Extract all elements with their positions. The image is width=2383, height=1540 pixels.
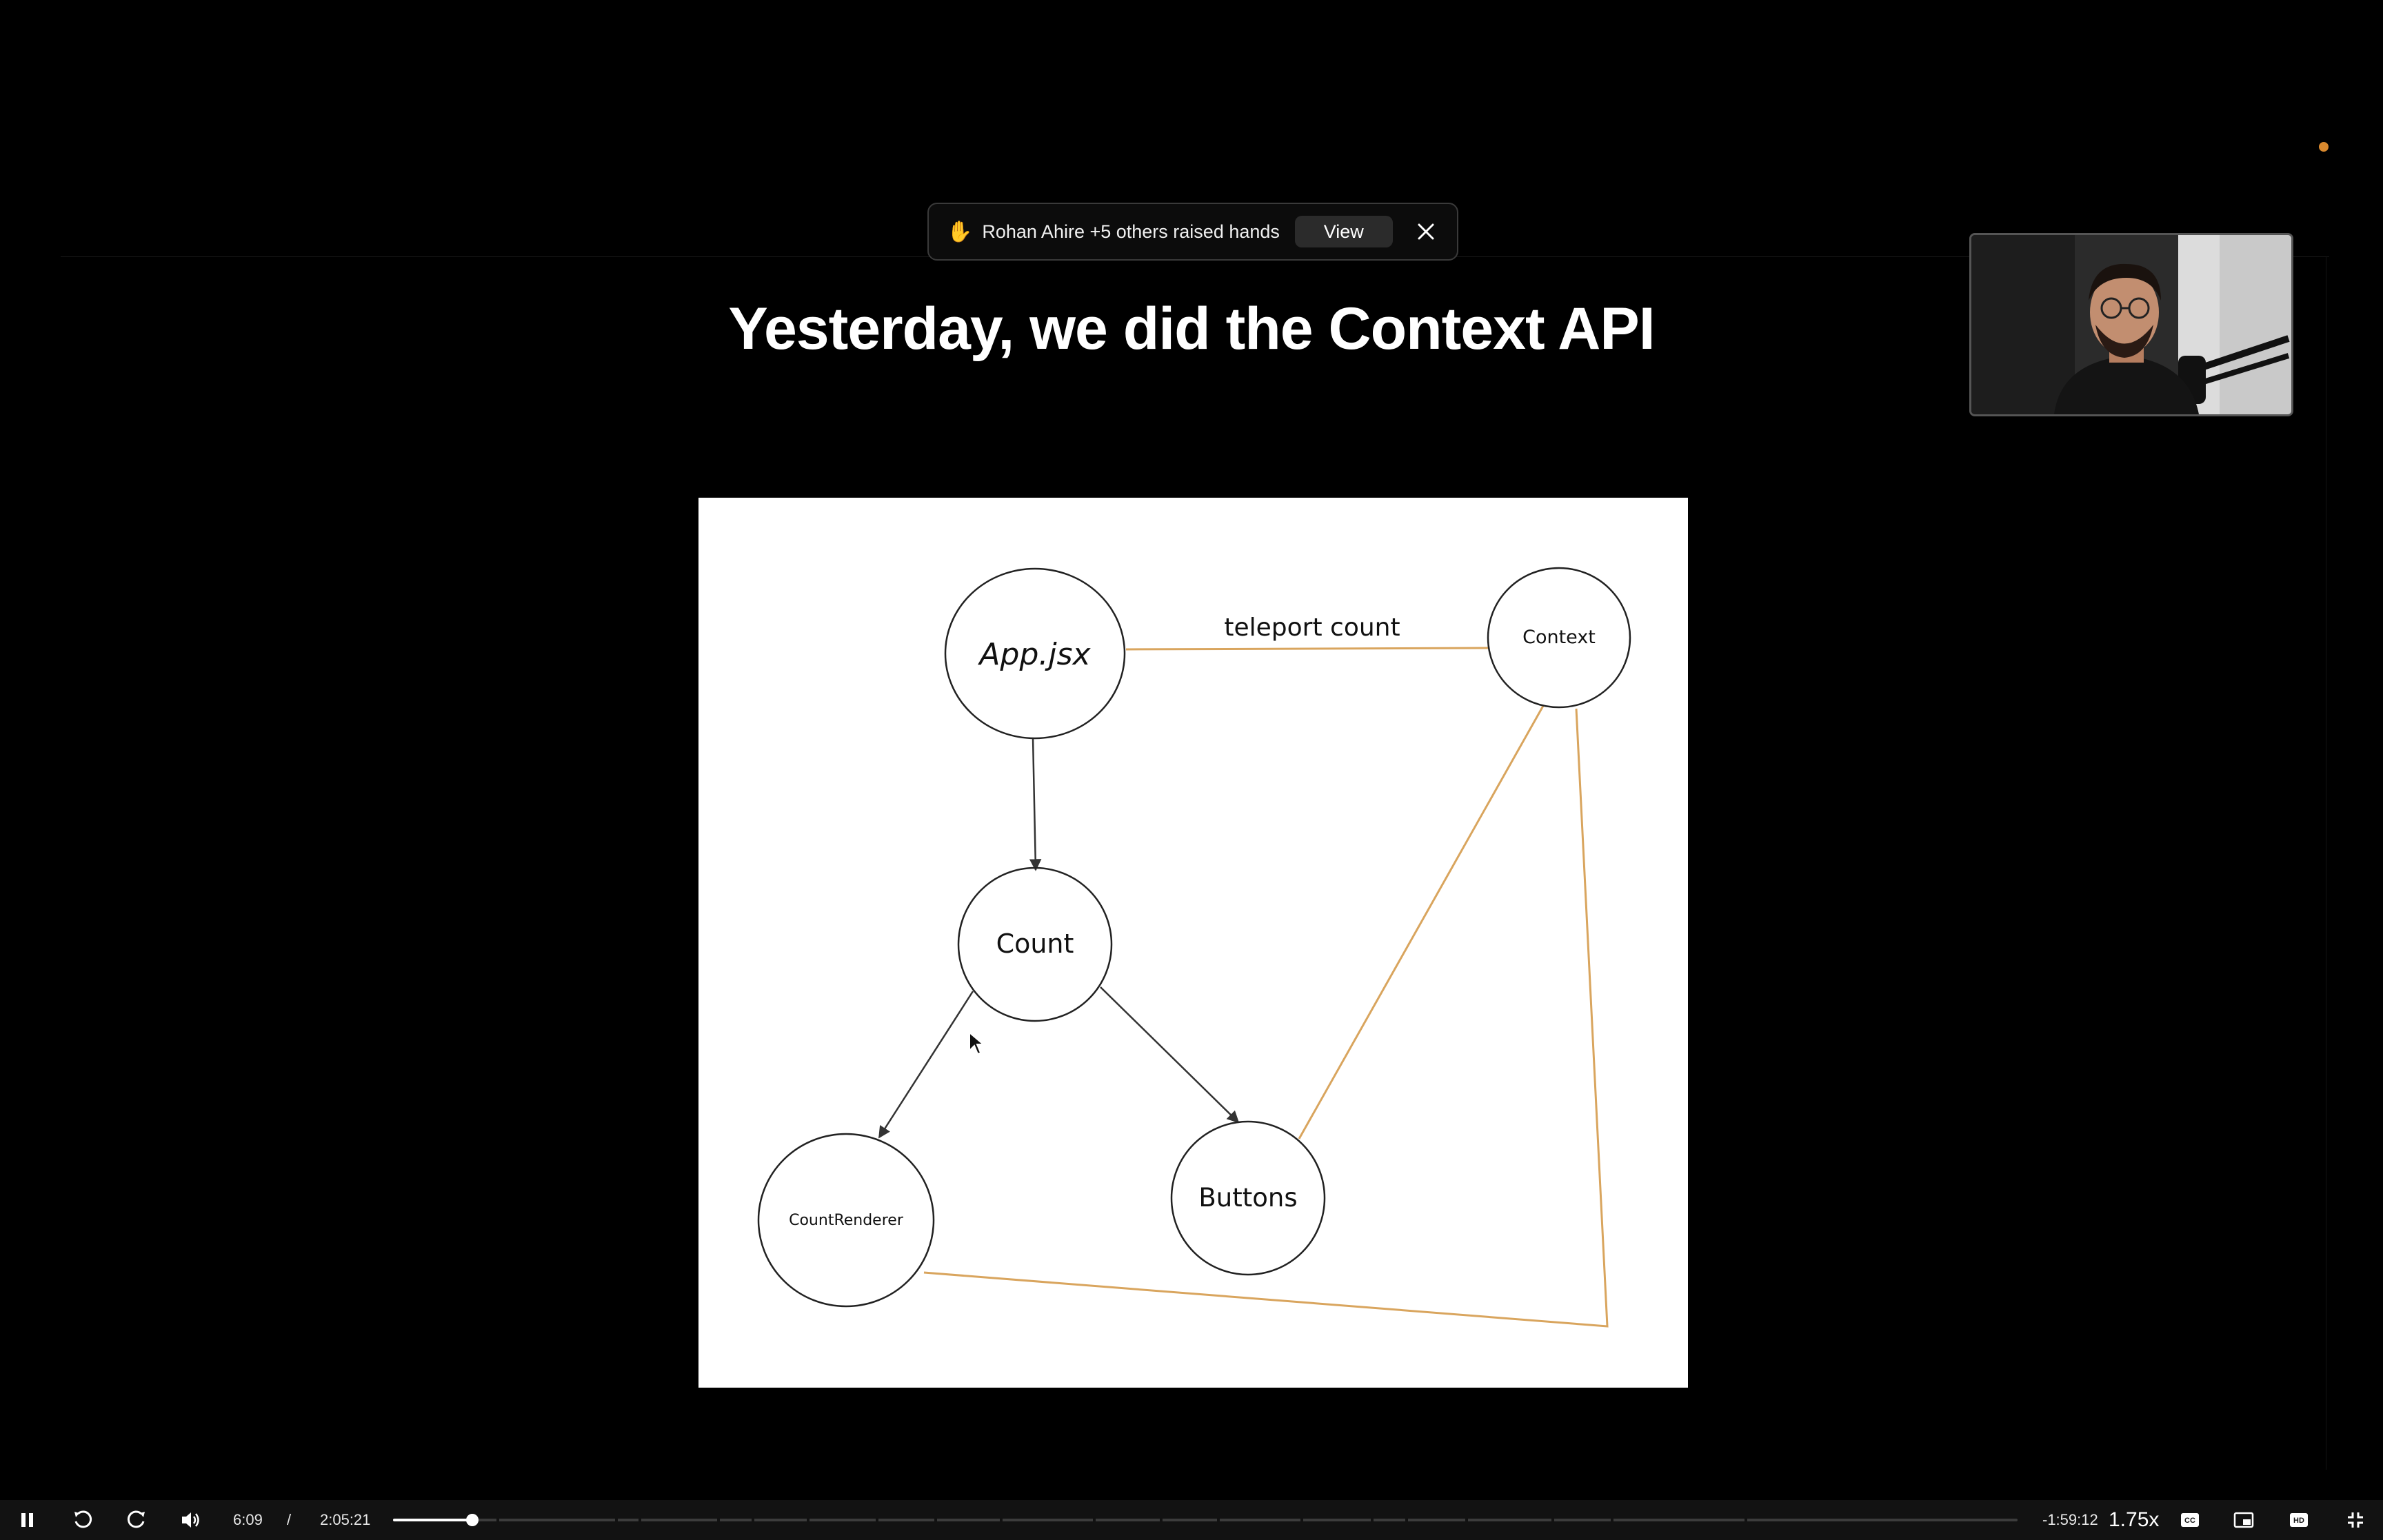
svg-text:HD: HD bbox=[2293, 1517, 2304, 1525]
forward-icon[interactable] bbox=[121, 1500, 152, 1540]
edge-app-context bbox=[1125, 647, 1490, 651]
pause-icon[interactable] bbox=[12, 1500, 43, 1540]
volume-icon[interactable] bbox=[177, 1500, 207, 1540]
node-buttons bbox=[1170, 1120, 1326, 1276]
edge-count-countrenderer bbox=[878, 991, 974, 1139]
edge-count-buttons bbox=[1100, 986, 1240, 1124]
rewind-icon[interactable] bbox=[68, 1500, 98, 1540]
seek-bar[interactable] bbox=[393, 1514, 2018, 1526]
edge-app-count bbox=[1029, 737, 1042, 871]
exit-fullscreen-icon[interactable] bbox=[2342, 1500, 2369, 1540]
node-countrenderer-label: CountRenderer bbox=[789, 1212, 904, 1229]
edge-context-buttons bbox=[1298, 705, 1545, 1139]
node-context bbox=[1487, 567, 1631, 709]
node-app bbox=[944, 567, 1126, 740]
view-button[interactable]: View bbox=[1294, 216, 1393, 247]
node-count-label: Count bbox=[996, 929, 1074, 959]
mouse-cursor-icon bbox=[968, 1031, 985, 1060]
node-buttons-label: Buttons bbox=[1198, 1183, 1297, 1213]
context-api-diagram: App.jsx Context Count CountRenderer Butt… bbox=[698, 498, 1688, 1388]
raised-hands-message: Rohan Ahire +5 others raised hands bbox=[982, 221, 1280, 242]
picture-in-picture-icon[interactable] bbox=[2230, 1500, 2258, 1540]
raised-hand-icon: ✋ bbox=[947, 220, 973, 243]
close-icon[interactable] bbox=[1414, 218, 1439, 245]
slide-title: Yesterday, we did the Context API bbox=[728, 296, 1655, 362]
seek-bar-progress bbox=[393, 1519, 472, 1521]
current-time: 6:09 bbox=[233, 1511, 263, 1528]
hd-icon[interactable]: HD bbox=[2285, 1500, 2313, 1540]
seek-bar-handle[interactable] bbox=[466, 1514, 479, 1526]
recording-indicator bbox=[2319, 142, 2329, 152]
node-context-label: Context bbox=[1522, 627, 1596, 648]
total-duration: 2:05:21 bbox=[320, 1511, 371, 1528]
time-separator: / bbox=[287, 1511, 292, 1528]
remaining-time: -1:59:12 bbox=[2042, 1511, 2098, 1528]
raised-hands-notification: ✋ Rohan Ahire +5 others raised hands Vie… bbox=[927, 203, 1458, 261]
captions-icon[interactable]: CC bbox=[2176, 1500, 2204, 1540]
presenter-webcam[interactable] bbox=[1969, 233, 2293, 416]
node-app-label: App.jsx bbox=[977, 637, 1091, 672]
edge-context-countrenderer bbox=[923, 708, 1609, 1328]
svg-text:CC: CC bbox=[2184, 1517, 2195, 1525]
edge-label-teleport: teleport count bbox=[1224, 614, 1400, 642]
node-count bbox=[957, 867, 1113, 1022]
playback-speed-button[interactable]: 1.75x bbox=[2109, 1508, 2160, 1531]
node-countrenderer bbox=[757, 1133, 935, 1308]
